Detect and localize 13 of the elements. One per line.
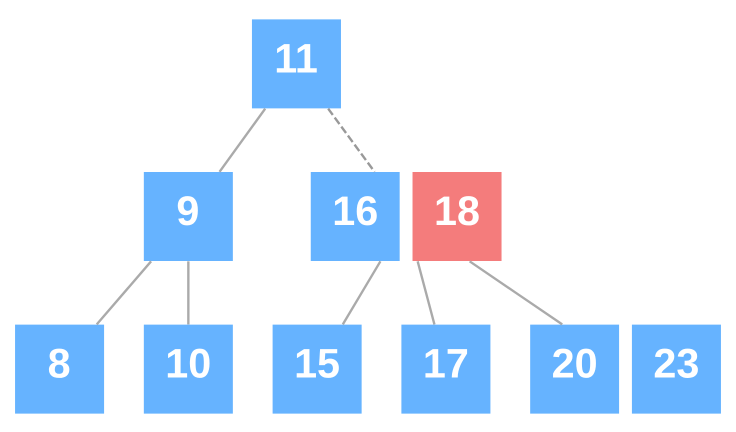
node-box: 15 xyxy=(272,324,362,414)
node-box: 9 xyxy=(144,171,233,261)
connector xyxy=(187,260,190,324)
node-box: 17 xyxy=(401,324,490,414)
connector xyxy=(416,260,436,324)
connector xyxy=(96,260,152,325)
connector xyxy=(218,108,266,172)
connector xyxy=(327,107,376,172)
node-box: 11 xyxy=(252,18,341,108)
node-box: 8 xyxy=(15,324,104,414)
connector xyxy=(468,260,563,325)
node-box: 10 xyxy=(144,324,233,414)
connector xyxy=(342,260,382,325)
